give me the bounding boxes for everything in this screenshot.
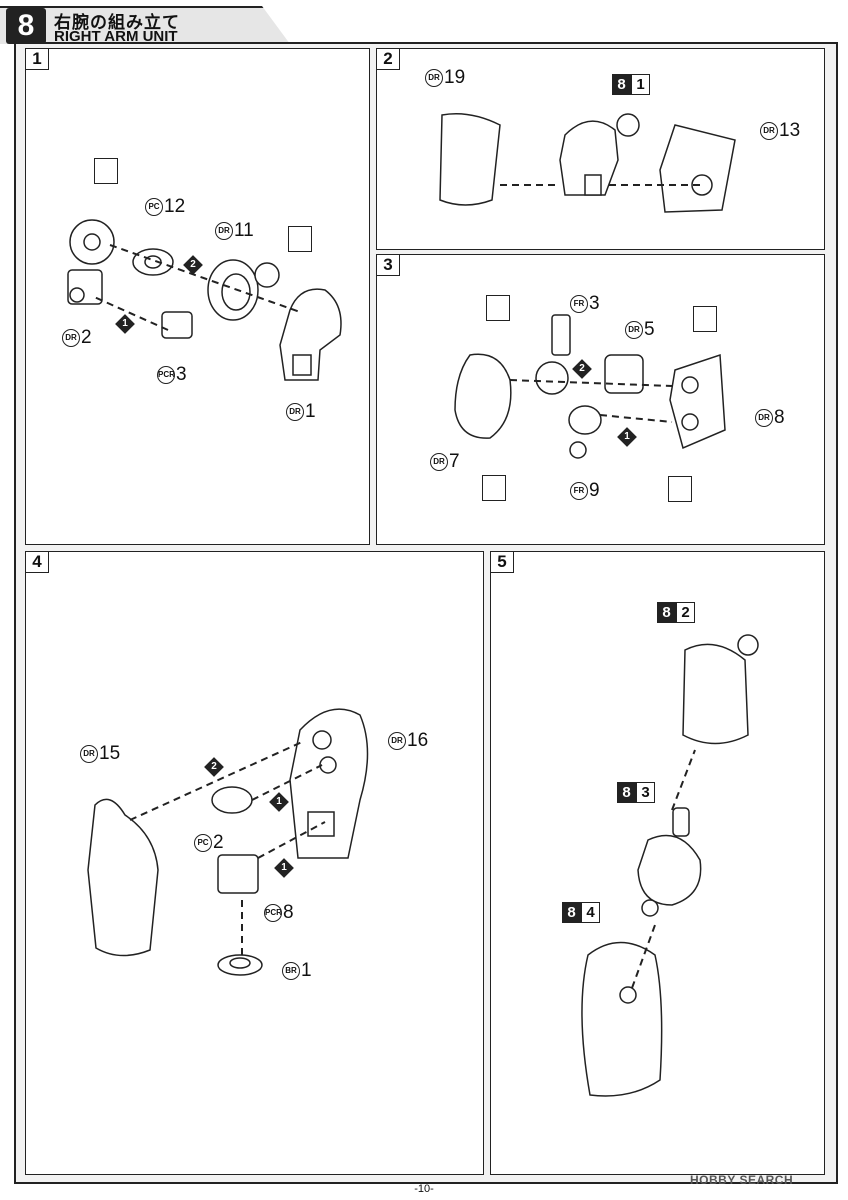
title-japanese: 右腕の組み立て (54, 13, 180, 32)
runner-prefix: DR (286, 403, 304, 421)
runner-prefix: DR (80, 745, 98, 763)
part-dr5-illustration (604, 354, 644, 394)
page-number: -10- (414, 1183, 434, 1195)
runner-prefix: PC (194, 834, 212, 852)
runner-prefix: DR (430, 453, 448, 471)
part-fr9-illustration (568, 405, 602, 459)
order-marker: 1 (269, 792, 289, 812)
nipper-cut-icon (693, 306, 717, 332)
nipper-cut-icon (94, 158, 118, 184)
runner-prefix: DR (62, 329, 80, 347)
runner-prefix: DR (425, 69, 443, 87)
runner-prefix: DR (625, 321, 643, 339)
part-dr16-illustration (289, 708, 369, 859)
order-marker: 2 (183, 255, 203, 275)
runner-prefix: BR (282, 962, 300, 980)
order-marker: 1 (115, 314, 135, 334)
panel-number: 3 (377, 255, 400, 276)
part-dr1-illustration (279, 288, 342, 381)
part-pc12-illustration (132, 248, 174, 276)
part-dr7-illustration (454, 353, 512, 439)
order-marker: 2 (204, 757, 224, 777)
part-dr19-illustration (439, 113, 501, 206)
nipper-cut-icon (668, 476, 692, 502)
runner-prefix: DR (760, 122, 778, 140)
header-tab (0, 6, 290, 44)
part-br1-illustration (217, 954, 263, 976)
runner-prefix: PCR (157, 366, 175, 384)
part-dr2-illustration (67, 219, 115, 305)
runner-prefix: PC (145, 198, 163, 216)
panel-number: 1 (26, 49, 49, 70)
panel-3: 3 (376, 254, 825, 545)
part-dr13-illustration (659, 124, 736, 213)
runner-prefix: DR (755, 409, 773, 427)
runner-prefix: DR (215, 222, 233, 240)
nipper-cut-icon (486, 295, 510, 321)
nipper-cut-icon (482, 475, 506, 501)
panel-number: 2 (377, 49, 400, 70)
part-pcr3-illustration (161, 311, 193, 339)
part-sub82-illustration (682, 634, 759, 745)
runner-prefix: PCR (264, 904, 282, 922)
nipper-cut-icon (288, 226, 312, 252)
order-marker: 2 (572, 359, 592, 379)
runner-prefix: FR (570, 295, 588, 313)
part-dr15-illustration (87, 798, 159, 957)
part-sub81-illustration (559, 113, 640, 196)
part-pc2-illustration (211, 786, 253, 814)
part-sub83-illustration (637, 807, 702, 917)
title-english: RIGHT ARM UNIT (54, 28, 178, 45)
order-marker: 1 (274, 858, 294, 878)
part-pcr8-illustration (217, 854, 259, 894)
watermark-text: HOBBY SEARCH (690, 1173, 794, 1187)
runner-prefix: DR (388, 732, 406, 750)
part-dr11-illustration (207, 259, 280, 321)
part-dr8-illustration (669, 353, 726, 450)
order-marker: 1 (617, 427, 637, 447)
panel-number: 5 (491, 552, 514, 573)
step-badge: 8 (6, 8, 46, 44)
part-fr3-illustration (535, 314, 571, 395)
panel-number: 4 (26, 552, 49, 573)
runner-prefix: FR (570, 482, 588, 500)
part-sub84-illustration (581, 941, 663, 1097)
